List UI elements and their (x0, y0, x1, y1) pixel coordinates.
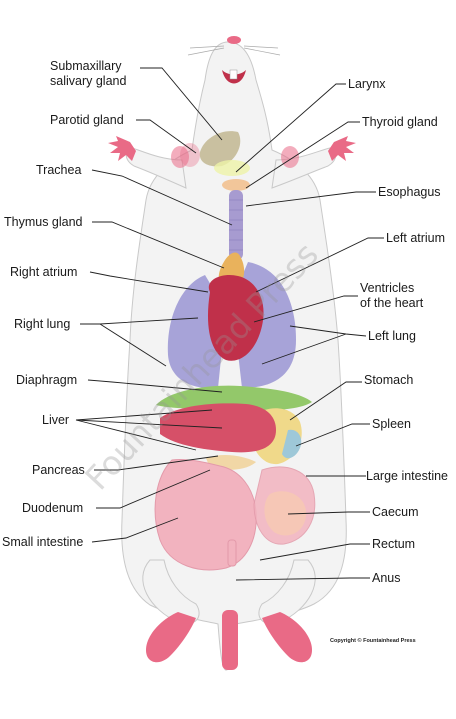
rat-teeth (229, 69, 238, 80)
rat-whiskers (187, 45, 281, 56)
paw-front-right (328, 136, 356, 161)
rat-paws (108, 136, 356, 670)
label-rectum: Rectum (372, 537, 415, 551)
paw-hind-right (262, 612, 312, 663)
label-thymus-gland: Thymus gland (4, 215, 83, 229)
rat-hind-leg-left (142, 559, 200, 624)
organs (154, 131, 316, 571)
rat-ear-left (171, 146, 189, 168)
label-liver: Liver (42, 413, 69, 427)
label-trachea: Trachea (36, 163, 81, 177)
label-esophagus: Esophagus (378, 185, 441, 199)
label-anus: Anus (372, 571, 401, 585)
caecum-organ (264, 491, 307, 536)
spleen-organ (282, 429, 302, 459)
label-caecum: Caecum (372, 505, 419, 519)
thyroid-gland (222, 179, 250, 191)
label-pancreas: Pancreas (32, 463, 85, 477)
rat-nose (227, 36, 241, 44)
rat-head (187, 36, 281, 84)
label-diaphragm: Diaphragm (16, 373, 77, 387)
label-left-atrium: Left atrium (386, 231, 445, 245)
label-ventricles-line2: of the heart (360, 296, 424, 310)
label-duodenum: Duodenum (22, 501, 83, 515)
rat-ear-right (281, 146, 299, 168)
label-submaxillary-line2: salivary gland (50, 74, 126, 88)
diaphragm-organ (156, 385, 312, 411)
heart-organ (207, 274, 264, 361)
label-small-intestine: Small intestine (2, 535, 83, 549)
labels-right: Larynx Thyroid gland Esophagus Left atri… (348, 77, 448, 585)
label-ventricles-line1: Ventricles (360, 281, 414, 295)
label-submaxillary-line1: Submaxillary (50, 59, 122, 73)
rectum-organ (227, 539, 237, 567)
larynx-organ (214, 160, 250, 176)
trachea-organ (229, 190, 243, 260)
labels-left: Submaxillary salivary gland Parotid glan… (2, 59, 126, 549)
label-stomach: Stomach (364, 373, 413, 387)
label-large-intestine: Large intestine (366, 469, 448, 483)
leader-lines (75, 67, 384, 581)
rat-front-leg-left (125, 147, 187, 189)
label-spleen: Spleen (372, 417, 411, 431)
label-right-atrium: Right atrium (10, 265, 77, 279)
paw-front-left (108, 136, 136, 161)
label-left-lung: Left lung (368, 329, 416, 343)
label-right-lung: Right lung (14, 317, 70, 331)
paw-hind-left (146, 612, 196, 663)
label-thyroid-gland: Thyroid gland (362, 115, 438, 129)
rat-hind-leg-right (258, 559, 316, 624)
rat-tail (222, 610, 238, 670)
label-parotid-gland: Parotid gland (50, 113, 124, 127)
parotid-gland (180, 143, 200, 167)
label-larynx: Larynx (348, 77, 386, 91)
copyright-notice: Copyright © Fountainhead Press (330, 637, 416, 644)
submaxillary-gland (199, 131, 241, 167)
